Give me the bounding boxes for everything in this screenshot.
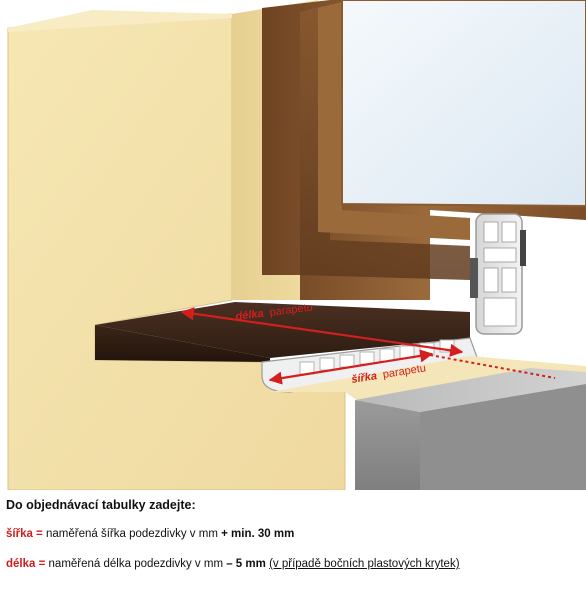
concrete-top xyxy=(355,368,586,412)
length-label: délka parapetu xyxy=(235,302,314,323)
length-bold: – 5 mm xyxy=(226,558,266,570)
frame-sash xyxy=(318,2,470,240)
concrete-front xyxy=(355,400,420,490)
length-arrow xyxy=(180,307,464,357)
frame-profile-section xyxy=(470,213,526,335)
length-text: naměřená délka podezdivky v mm xyxy=(45,558,227,570)
width-instruction: šířka = naměřená šířka podezdivky v mm +… xyxy=(6,528,294,540)
concrete-face xyxy=(420,384,586,490)
window-sill-diagram: délka parapetu šířka parapetu xyxy=(7,0,586,490)
window-glass xyxy=(341,0,586,208)
length-term: délka = xyxy=(6,558,46,570)
wall-top xyxy=(8,10,232,32)
frame-bevel xyxy=(300,4,470,280)
width-arrow xyxy=(268,349,434,385)
length-instruction: délka = naměřená délka podezdivky v mm –… xyxy=(6,558,460,570)
length-note: (v případě bočních plastových krytek) xyxy=(269,558,460,570)
instructions-heading: Do objednávací tabulky zadejte: xyxy=(6,498,196,512)
width-text: naměřená šířka podezdivky v mm xyxy=(42,528,222,540)
width-term: šířka = xyxy=(6,528,43,540)
width-bold: + min. 30 mm xyxy=(221,528,295,540)
